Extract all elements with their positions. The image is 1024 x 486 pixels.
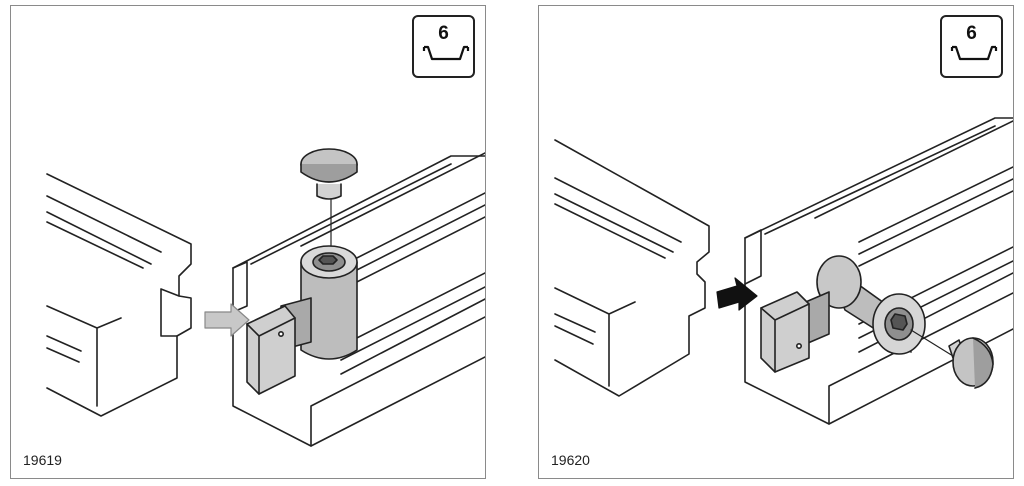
assembly-drawing-fastened <box>554 117 1013 425</box>
profile-right <box>232 152 485 447</box>
fasten-direction-arrow <box>716 277 758 311</box>
square-nut <box>760 291 810 373</box>
profile-left-end <box>46 173 192 417</box>
figure-id: 19620 <box>551 452 590 468</box>
profile-right <box>744 117 1013 425</box>
tool-size-label: 6 <box>438 23 449 44</box>
screw-cap <box>300 148 358 247</box>
square-nut <box>246 305 296 395</box>
assembly-drawing-insert <box>46 148 485 447</box>
tool-size-badge: 6 <box>940 15 1003 78</box>
figure-panel-19619: 6 19619 <box>10 5 486 479</box>
tool-size-badge: 6 <box>412 15 475 78</box>
connector-body <box>800 255 926 355</box>
figure-panel-19620: 6 19620 <box>538 5 1014 479</box>
hex-key-icon <box>422 45 470 61</box>
insert-direction-arrow <box>204 303 250 337</box>
hex-key-icon <box>950 45 998 61</box>
figure-id: 19619 <box>23 452 62 468</box>
tool-size-label: 6 <box>966 23 977 44</box>
screw-cap <box>910 329 994 389</box>
profile-left-end <box>554 139 710 397</box>
